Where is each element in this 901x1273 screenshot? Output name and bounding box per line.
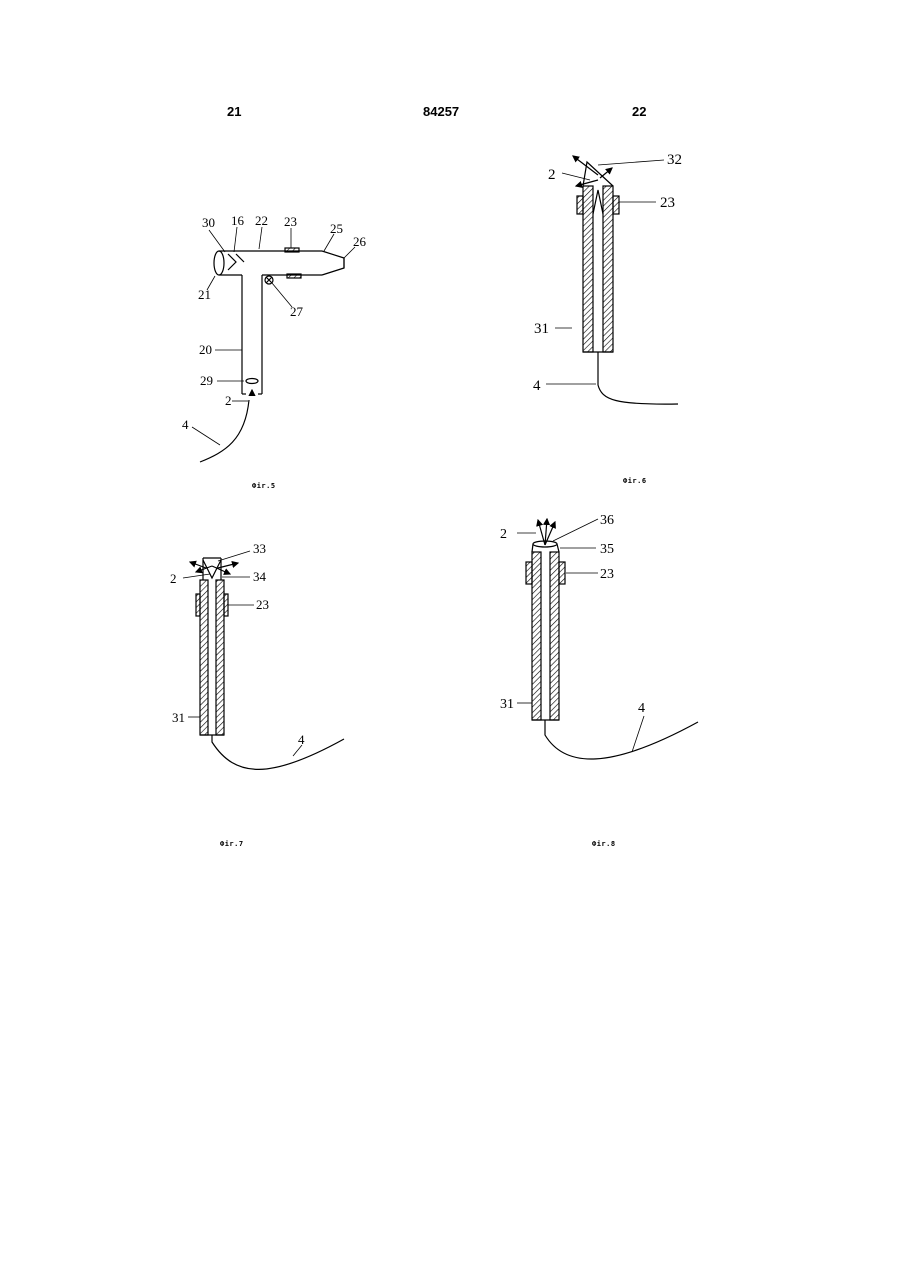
figure-6-caption: Фir.6 [623, 477, 647, 485]
fig8-label-4: 4 [638, 701, 645, 716]
figure-7-labels: 33 2 34 23 31 4 [170, 541, 305, 747]
fig5-label-20: 20 [199, 342, 212, 357]
fig7-label-34: 34 [253, 569, 267, 584]
fig7-label-33: 33 [253, 541, 266, 556]
fig5-label-16: 16 [231, 213, 245, 228]
fig7-label-31: 31 [172, 710, 185, 725]
figure-6-drawing [546, 156, 678, 404]
fig8-label-31: 31 [500, 697, 514, 712]
fig5-label-25: 25 [330, 221, 343, 236]
fig5-label-23: 23 [284, 214, 297, 229]
fig5-label-4: 4 [182, 417, 189, 432]
fig6-label-32: 32 [667, 152, 682, 168]
fig8-label-2: 2 [500, 527, 507, 542]
fig5-label-30: 30 [202, 215, 215, 230]
fig8-label-36: 36 [600, 513, 614, 528]
fig5-label-29: 29 [200, 373, 213, 388]
fig7-label-23: 23 [256, 597, 269, 612]
figure-5-drawing [192, 227, 355, 462]
fig7-label-4: 4 [298, 732, 305, 747]
fig5-label-2: 2 [225, 393, 232, 408]
fig8-label-23: 23 [600, 567, 614, 582]
fig6-label-23: 23 [660, 195, 675, 211]
fig6-label-4: 4 [533, 378, 541, 394]
fig6-label-2: 2 [548, 167, 556, 183]
fig7-label-2: 2 [170, 571, 177, 586]
fig5-label-27: 27 [290, 304, 304, 319]
figure-7-caption: Фir.7 [220, 840, 244, 848]
fig8-label-35: 35 [600, 542, 614, 557]
figure-8-labels: 2 36 35 23 31 4 [500, 513, 645, 716]
fig5-label-21: 21 [198, 287, 211, 302]
figure-5-caption: Фir.5 [252, 482, 276, 490]
fig5-label-22: 22 [255, 213, 268, 228]
fig6-label-31: 31 [534, 321, 549, 337]
figure-8-caption: Фir.8 [592, 840, 616, 848]
figure-5-labels: 30 16 22 23 25 26 21 27 20 29 2 4 [182, 213, 367, 432]
fig5-label-26: 26 [353, 234, 367, 249]
